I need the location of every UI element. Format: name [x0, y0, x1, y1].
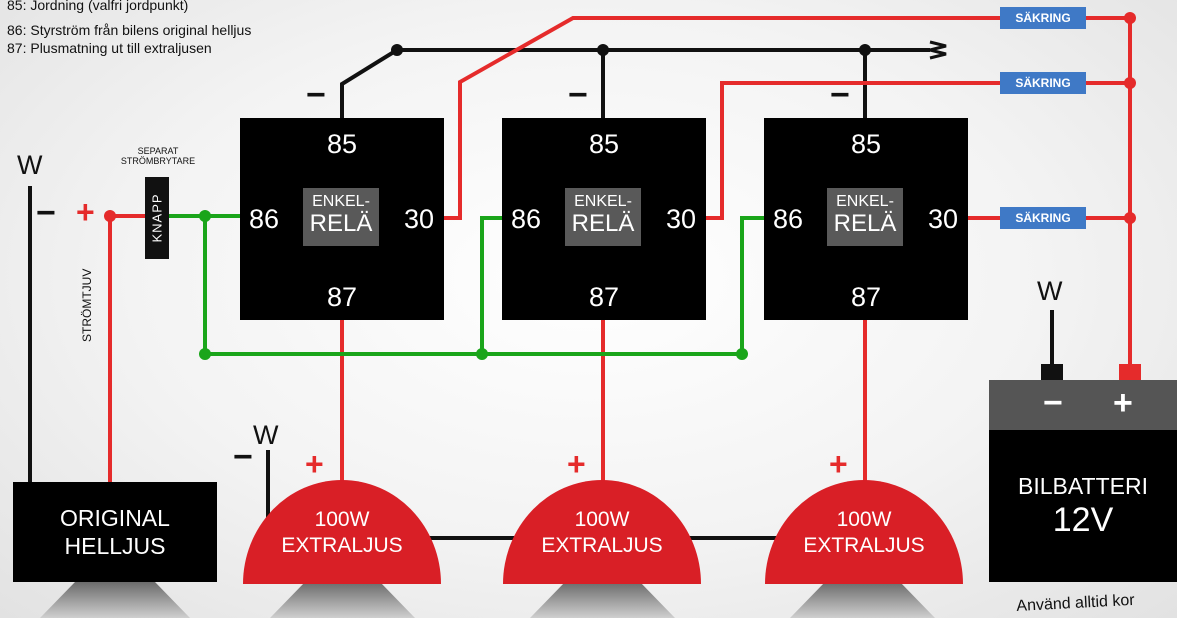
battery-top: − +	[989, 380, 1177, 430]
battery-line2: 12V	[1052, 501, 1114, 539]
relay-label-line2: RELÄ	[309, 210, 373, 237]
relay-pin-85: 85	[588, 129, 620, 159]
relay-label-line1: ENKEL-	[312, 193, 370, 210]
lamp-domes	[243, 480, 963, 584]
lamp-3-line1: 100W	[836, 508, 892, 531]
lamp-1-line2: EXTRALJUS	[281, 534, 403, 557]
battery-minus: −	[1043, 384, 1063, 422]
fuse-1: SÄKRING	[1000, 7, 1086, 29]
fuse-3: SÄKRING	[1000, 207, 1086, 229]
battery-line1: BILBATTERI	[1018, 473, 1148, 499]
ground-symbol-battery: W	[1037, 276, 1063, 306]
stromtjuv-label: STRÖMTJUV	[80, 268, 94, 342]
ground-symbol-lamp: W	[253, 420, 279, 450]
relay-pin-85: 85	[850, 129, 882, 159]
original-headlight: ORIGINAL HELLJUS	[13, 482, 217, 582]
lamp-minus: −	[233, 438, 253, 476]
relay-3-ground-minus: −	[830, 76, 850, 114]
junction-dots	[104, 12, 1136, 360]
relay-pin-87: 87	[326, 282, 358, 312]
battery-terminal-minus	[1041, 364, 1063, 380]
car-battery: BILBATTERI 12V	[989, 430, 1177, 582]
relay-label-line1: ENKEL-	[836, 193, 894, 210]
ground-symbol-top	[929, 40, 947, 60]
relay-2: 85 86 30 87 ENKEL- RELÄ	[502, 118, 706, 320]
relay-pin-87: 87	[850, 282, 882, 312]
relay-2-ground-minus: −	[568, 76, 588, 114]
switch-caption-line1: SEPARAT	[137, 146, 179, 156]
ground-symbol-original: W	[17, 150, 43, 180]
relay-label-line1: ENKEL-	[574, 193, 632, 210]
legend-line-87: 87: Plusmatning ut till extraljusen	[7, 40, 212, 56]
switch-caption-line2: STRÖMBRYTARE	[120, 156, 196, 166]
relay-pin-86: 86	[773, 204, 804, 234]
ground-wires	[28, 48, 930, 540]
lamp-2-line2: EXTRALJUS	[541, 534, 663, 557]
relay-pin-86: 86	[511, 204, 542, 234]
lamp-3-label: 100W EXTRALJUS	[774, 507, 954, 559]
relay-pin-86: 86	[249, 204, 280, 234]
lamp-2-line1: 100W	[574, 508, 630, 531]
relay-label-line2: RELÄ	[571, 210, 635, 237]
relay-pin-30: 30	[665, 204, 696, 234]
relay-3: 85 86 30 87 ENKEL- RELÄ	[764, 118, 968, 320]
lamp-2-plus: +	[567, 446, 586, 482]
fuse-2: SÄKRING	[1000, 72, 1086, 94]
power-wires	[108, 16, 1132, 485]
switch-caption: SEPARAT STRÖMBRYTARE	[112, 146, 204, 166]
relay-pin-30: 30	[927, 204, 958, 234]
battery-terminal-plus	[1119, 364, 1141, 380]
relay-label: ENKEL- RELÄ	[565, 188, 641, 246]
battery-plus: +	[1113, 384, 1133, 422]
relay-pin-87: 87	[588, 282, 620, 312]
lamp-3-plus: +	[829, 446, 848, 482]
lamp-3-line2: EXTRALJUS	[803, 534, 925, 557]
relay-1-ground-minus: −	[306, 76, 326, 114]
original-line2: HELLJUS	[64, 533, 166, 559]
switch-label: KNAPP	[149, 193, 165, 243]
lamp-1-label: 100W EXTRALJUS	[252, 507, 432, 559]
relay-pin-85: 85	[326, 129, 358, 159]
lamp-1-line1: 100W	[314, 508, 370, 531]
relay-1: 85 86 30 87 ENKEL- RELÄ	[240, 118, 444, 320]
relay-label: ENKEL- RELÄ	[303, 188, 379, 246]
lamp-2-label: 100W EXTRALJUS	[512, 507, 692, 559]
relay-label: ENKEL- RELÄ	[827, 188, 903, 246]
lamp-1-plus: +	[305, 446, 324, 482]
legend-line-85: 85: Jordning (valfri jordpunkt)	[7, 0, 189, 13]
relay-pin-30: 30	[403, 204, 434, 234]
legend-line-86: 86: Styrström från bilens original hellj…	[7, 22, 252, 38]
light-beams	[40, 582, 935, 618]
original-minus: −	[36, 194, 56, 232]
original-plus: +	[76, 194, 95, 230]
relay-label-line2: RELÄ	[833, 210, 897, 237]
original-line1: ORIGINAL	[60, 505, 170, 531]
switch-button: KNAPP	[145, 177, 169, 259]
